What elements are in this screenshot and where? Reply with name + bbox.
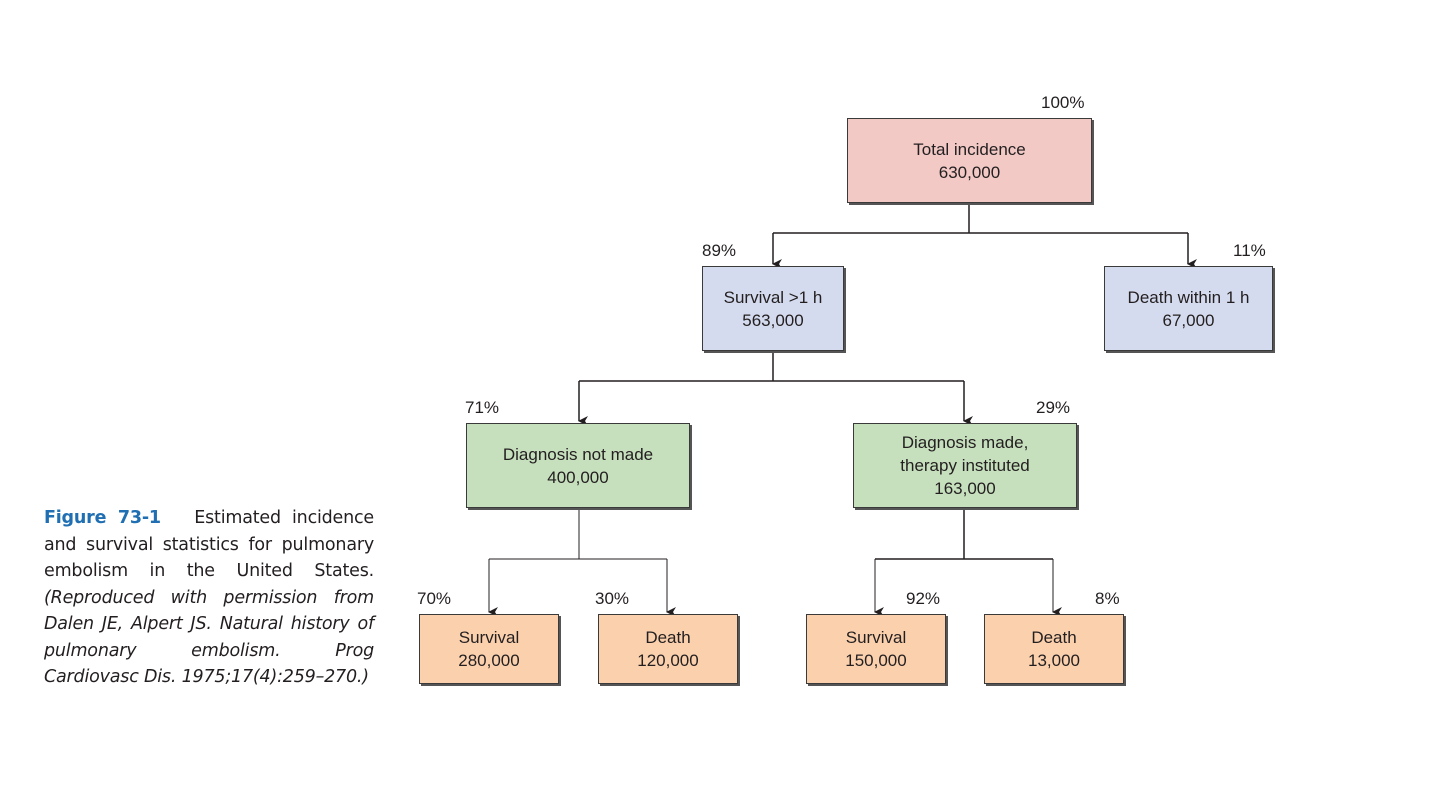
node-label: Survival [458,628,520,647]
pct-death-1h: 11% [1233,241,1266,260]
node-death-within-1h: Death within 1 h 67,000 [1104,266,1273,351]
node-value: 67,000 [1162,310,1215,330]
node-label: Death within 1 h [1127,287,1250,307]
figure-description: Estimated incidence and survival statist… [44,508,375,581]
figure-caption: Figure 73-1 Estimated incidence and surv… [44,505,374,691]
figure-label: Figure 73-1 [44,508,161,528]
pct-dx-not-made: 71% [465,398,500,417]
node-label: Survival >1 h [723,287,823,307]
node-label: Survival [845,628,907,647]
figure-reference: (Reproduced with permission from Dalen J… [44,587,374,688]
node-diagnosis-not-made: Diagnosis not made 400,000 [466,423,690,508]
pct-survival-not-diagnosed: 70% [417,589,452,608]
node-value: 163,000 [934,479,996,498]
pct-survival-diagnosed: 92% [906,589,941,608]
edge-total-branch [773,203,1188,234]
pct-death-not-diagnosed: 30% [595,589,630,608]
node-survival-1h: Survival >1 h 563,000 [702,266,844,351]
pct-survival-1h: 89% [702,241,737,260]
node-label: therapy instituted [900,456,1030,475]
node-label: Diagnosis made, [901,433,1029,452]
node-total-incidence: Total incidence 630,000 [847,118,1092,203]
edge-dx-not-made-branch [489,508,667,560]
node-label: Death [1031,628,1077,647]
pct-dx-made: 29% [1036,398,1071,417]
node-value: 120,000 [637,651,699,670]
node-survival-not-diagnosed: Survival 280,000 [419,614,559,684]
node-value: 563,000 [742,310,804,330]
node-value: 150,000 [845,651,907,670]
node-diagnosis-made: Diagnosis made, therapy instituted 163,0… [853,423,1077,508]
node-death-diagnosed: Death 13,000 [984,614,1124,684]
node-label: Total incidence [913,139,1026,159]
node-label: Diagnosis not made [502,444,654,464]
node-value: 13,000 [1028,651,1080,670]
node-survival-diagnosed: Survival 150,000 [806,614,946,684]
node-value: 630,000 [938,162,1001,182]
pct-death-diagnosed: 8% [1095,589,1120,608]
node-label: Death [645,628,691,647]
pct-total: 100% [1041,93,1085,112]
node-value: 400,000 [547,467,609,487]
edge-dx-made-branch [875,508,1053,560]
edge-survival-branch [579,351,964,382]
node-death-not-diagnosed: Death 120,000 [598,614,738,684]
node-value: 280,000 [458,651,520,670]
